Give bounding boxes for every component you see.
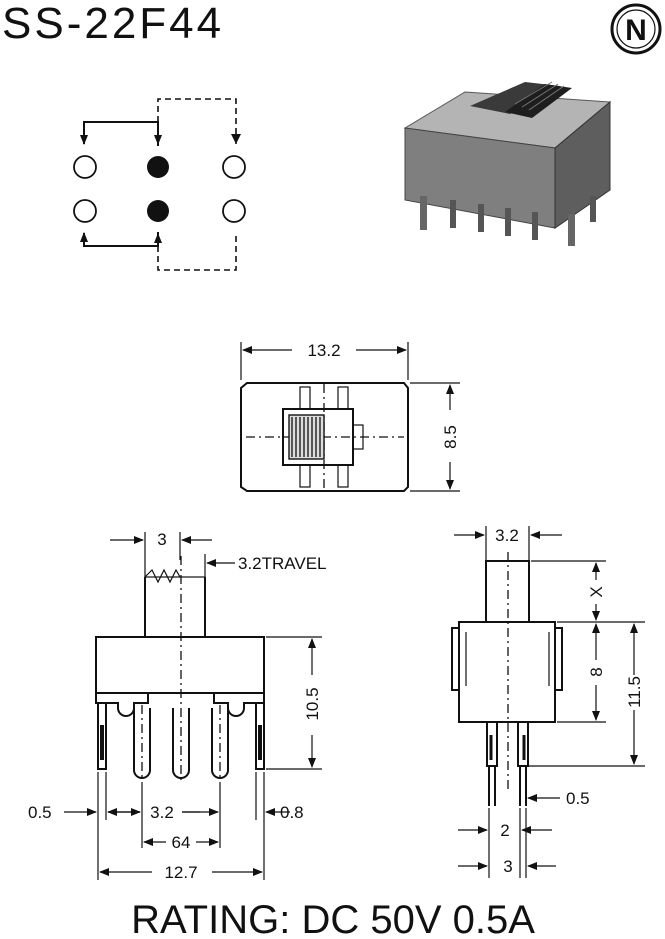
- part-number-title: SS-22F44: [2, 0, 224, 48]
- front-pin-span-label: 64: [172, 833, 191, 852]
- rating-text: RATING: DC 50V 0.5A: [131, 898, 535, 939]
- dimension-knob-3: 3: [110, 530, 212, 577]
- front-pin-pitch-label: 3.2: [150, 803, 174, 822]
- side-bottom-dimensions: 0.5 2 3: [458, 789, 590, 878]
- dimension-height-8-5: 8.5: [410, 382, 460, 492]
- dimension-width-13-2: 13.2: [240, 341, 409, 380]
- front-view-drawing: [95, 556, 265, 780]
- dimension-height-10-5: 10.5: [266, 636, 322, 770]
- product-photo: [403, 81, 612, 246]
- position-b-path: [157, 232, 237, 271]
- side-view-drawing: [451, 552, 563, 806]
- top-width-label: 13.2: [307, 341, 340, 360]
- front-bottom-dimensions: 0.5 3.2 0.8 64 12.7: [28, 772, 304, 882]
- side-body-height-label: 8: [587, 667, 606, 676]
- side-pin-outer-label: 3: [503, 857, 512, 876]
- position-a-arrow: [80, 121, 159, 146]
- switch-schematic: [73, 98, 246, 271]
- side-knob-label: 3.2: [495, 526, 519, 545]
- front-end-pin-label: 0.8: [280, 803, 304, 822]
- position-b-path: [157, 98, 237, 144]
- side-pin-thickness-label: 0.5: [566, 789, 590, 808]
- top-view-drawing: [240, 382, 409, 492]
- dimension-travel: 3.2TRAVEL: [204, 554, 327, 577]
- front-total-width-label: 12.7: [164, 863, 197, 882]
- dimension-side-knob-3-2: 3.2: [454, 526, 562, 561]
- top-height-label: 8.5: [441, 425, 460, 449]
- position-a-arrow: [80, 232, 159, 247]
- front-pin-thickness-label: 0.5: [28, 803, 52, 822]
- terminal-open: [73, 199, 97, 223]
- terminal-open: [73, 155, 97, 179]
- terminal-common: [147, 156, 169, 178]
- terminal-open: [222, 199, 246, 223]
- travel-label: 3.2TRAVEL: [238, 554, 327, 573]
- front-knob-label: 3: [157, 530, 166, 549]
- side-knob-height-label: X: [587, 586, 606, 597]
- manufacturer-logo: N: [610, 3, 662, 55]
- side-total-height-label: 11.5: [625, 676, 644, 708]
- front-height-label: 10.5: [303, 687, 322, 720]
- terminal-open: [222, 155, 246, 179]
- dimension-side-heights: X 8 11.5: [528, 560, 645, 767]
- terminal-common: [147, 200, 169, 222]
- side-pin-spacing-label: 2: [500, 821, 509, 840]
- logo-letter: N: [625, 14, 647, 47]
